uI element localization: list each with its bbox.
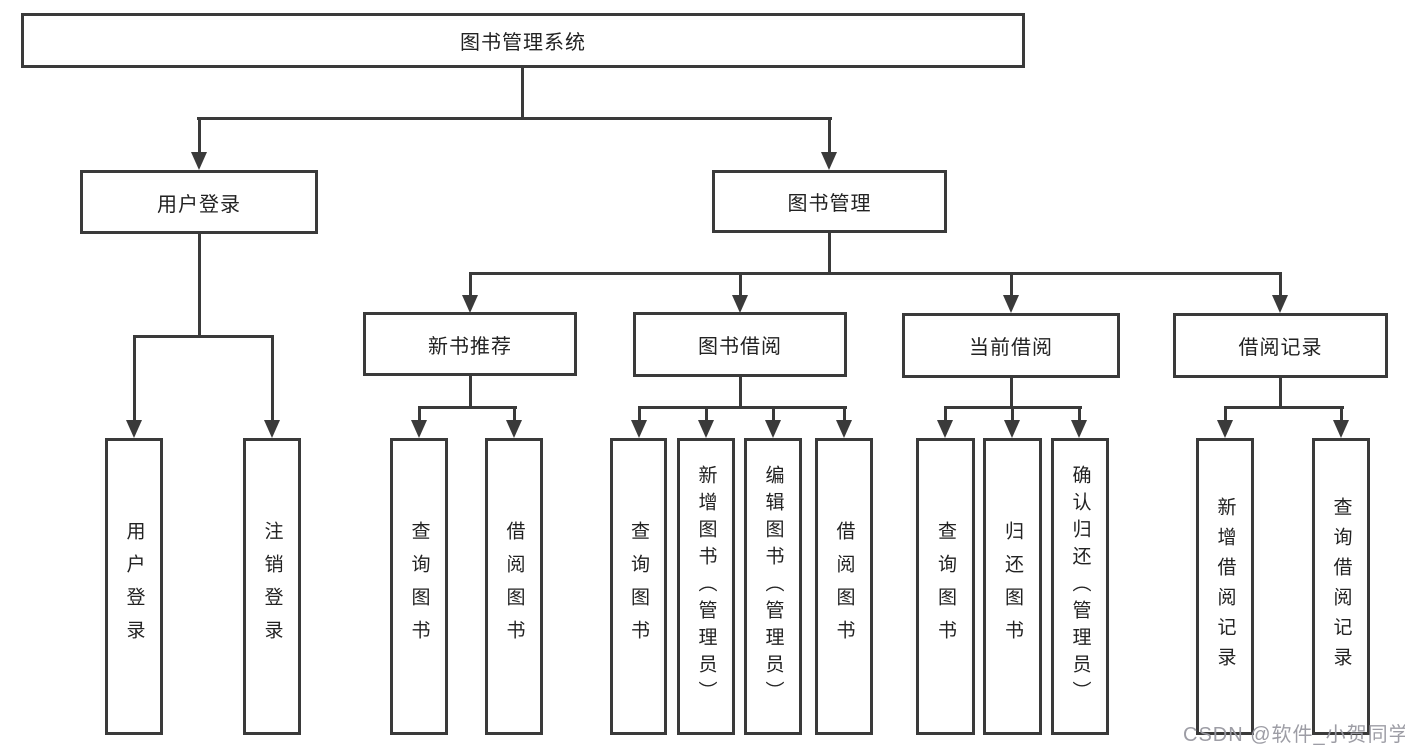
- connector-line: [739, 272, 742, 296]
- csdn-watermark: CSDN @软件_小贺同学: [1183, 724, 1405, 746]
- connector-line: [1224, 406, 1344, 409]
- arrowhead-down-icon: [191, 152, 207, 170]
- node-user-login: 用户登录: [80, 170, 318, 234]
- connector-line: [739, 377, 742, 406]
- connector-line: [1010, 272, 1013, 296]
- connector-line: [469, 272, 472, 296]
- arrowhead-down-icon: [264, 420, 280, 438]
- connector-line: [133, 335, 274, 338]
- connector-line: [638, 406, 847, 409]
- leaf-user-login: 用户登录: [105, 438, 163, 735]
- connector-line: [1010, 378, 1013, 406]
- arrowhead-down-icon: [126, 420, 142, 438]
- connector-line: [1011, 406, 1014, 422]
- arrowhead-down-icon: [765, 420, 781, 438]
- leaf-confirm-return-admin: 确认归还（管理员）: [1051, 438, 1109, 735]
- leaf-recommend-query-books: 查询图书: [390, 438, 448, 735]
- connector-line: [828, 233, 831, 272]
- leaf-current-query-books: 查询图书: [916, 438, 975, 735]
- node-borrowing-records-label: 借阅记录: [1238, 337, 1323, 359]
- arrowhead-down-icon: [732, 295, 748, 313]
- leaf-edit-books-admin: 编辑图书（管理员）: [744, 438, 802, 735]
- node-new-book-recommend: 新书推荐: [363, 312, 577, 376]
- arrowhead-down-icon: [937, 420, 953, 438]
- arrowhead-down-icon: [631, 420, 647, 438]
- node-book-borrowing: 图书借阅: [633, 312, 847, 377]
- connector-line: [1340, 406, 1343, 422]
- node-library-system: 图书管理系统: [21, 13, 1025, 68]
- connector-line: [418, 406, 517, 409]
- arrowhead-down-icon: [506, 420, 522, 438]
- leaf-recommend-borrow-books: 借阅图书: [485, 438, 543, 735]
- connector-line: [705, 406, 708, 422]
- arrowhead-down-icon: [411, 420, 427, 438]
- leaf-add-borrow-record: 新增借阅记录: [1196, 438, 1254, 735]
- connector-line: [198, 234, 201, 335]
- connector-line: [828, 117, 831, 153]
- connector-line: [638, 406, 641, 422]
- node-new-book-recommend-label: 新书推荐: [428, 335, 512, 358]
- leaf-logout: 注销登录: [243, 438, 301, 735]
- connector-line: [469, 376, 472, 406]
- arrowhead-down-icon: [1272, 295, 1288, 313]
- leaf-query-borrow-record: 查询借阅记录: [1312, 438, 1370, 735]
- leaf-borrowing-query-books: 查询图书: [610, 438, 667, 735]
- arrowhead-down-icon: [1333, 420, 1349, 438]
- node-book-management: 图书管理: [712, 170, 947, 233]
- arrowhead-down-icon: [1071, 420, 1087, 438]
- connector-line: [1224, 406, 1227, 422]
- leaf-add-books-admin: 新增图书（管理员）: [677, 438, 735, 735]
- connector-line: [469, 272, 1282, 275]
- connector-line: [197, 117, 832, 120]
- connector-line: [1078, 406, 1081, 422]
- connector-line: [198, 117, 201, 153]
- arrowhead-down-icon: [462, 295, 478, 313]
- node-current-borrowing: 当前借阅: [902, 313, 1120, 378]
- node-borrowing-records: 借阅记录: [1173, 313, 1388, 378]
- arrowhead-down-icon: [1217, 420, 1233, 438]
- connector-line: [1279, 378, 1282, 406]
- connector-line: [418, 406, 421, 422]
- connector-line: [271, 335, 274, 421]
- arrowhead-down-icon: [821, 152, 837, 170]
- node-current-borrowing-label: 当前借阅: [969, 337, 1053, 359]
- connector-line: [843, 406, 846, 422]
- connector-line: [772, 406, 775, 422]
- connector-line: [133, 335, 136, 421]
- arrowhead-down-icon: [698, 420, 714, 438]
- connector-line: [1279, 272, 1282, 296]
- arrowhead-down-icon: [1004, 420, 1020, 438]
- arrowhead-down-icon: [836, 420, 852, 438]
- node-library-system-label: 图书管理系统: [460, 32, 586, 54]
- connector-line: [513, 406, 516, 422]
- node-book-borrowing-label: 图书借阅: [698, 336, 782, 358]
- leaf-return-books: 归还图书: [983, 438, 1042, 735]
- connector-line: [944, 406, 947, 422]
- leaf-borrow-books: 借阅图书: [815, 438, 873, 735]
- node-user-login-label: 用户登录: [157, 193, 241, 216]
- arrowhead-down-icon: [1003, 295, 1019, 313]
- connector-line: [521, 68, 524, 117]
- node-book-management-label: 图书管理: [787, 193, 872, 215]
